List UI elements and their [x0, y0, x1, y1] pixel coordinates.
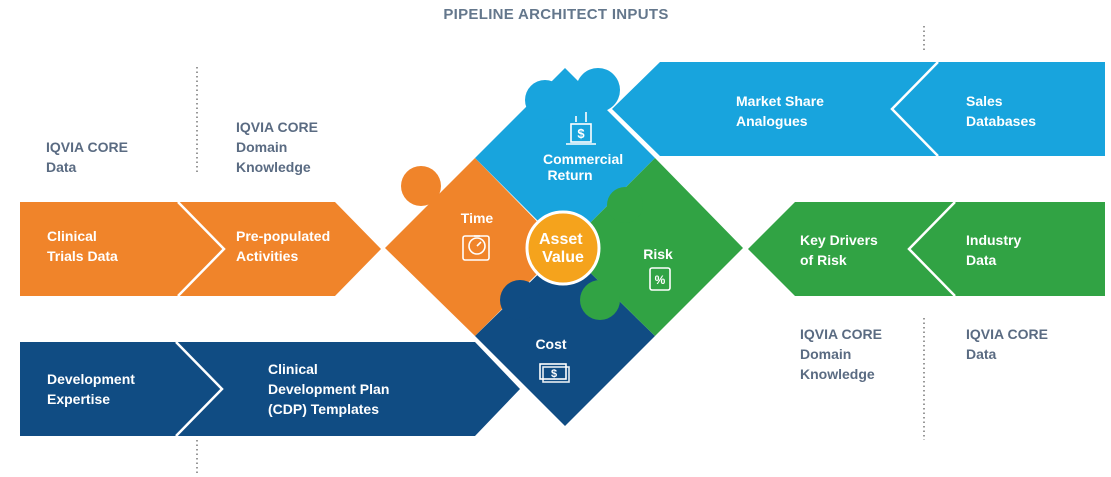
- puzzle-piece-risk: [565, 158, 743, 336]
- svg-text:$: $: [551, 368, 557, 380]
- svg-text:%: %: [655, 273, 666, 287]
- arrow-key-drivers-of-risk: [748, 202, 955, 296]
- puzzle-label-time: Time: [461, 210, 494, 226]
- label-pre-populated-activities: Pre-populated Activities: [236, 228, 334, 264]
- source-iqvia-domain-right: IQVIA CORE Domain Knowledge: [800, 326, 886, 382]
- source-iqvia-domain-left: IQVIA CORE Domain Knowledge: [236, 119, 322, 175]
- label-market-share-analogues: Market Share Analogues: [736, 93, 828, 129]
- label-clinical-trials-data: Clinical Trials Data: [47, 228, 118, 264]
- source-iqvia-data-right: IQVIA CORE Data: [966, 326, 1052, 362]
- label-key-drivers-of-risk: Key Drivers of Risk: [800, 232, 882, 268]
- arrow-clinical-trials-data: [20, 202, 224, 296]
- chevron-divider-blue: [890, 61, 939, 157]
- percent-document-icon: %: [649, 267, 671, 291]
- chevron-divider-navy: [175, 341, 224, 437]
- label-development-expertise: Development Expertise: [47, 371, 139, 407]
- money-chart-icon: $: [566, 112, 596, 145]
- asset-value-circle: [525, 210, 601, 286]
- svg-text:$: $: [577, 126, 585, 141]
- arrow-market-share-analogues: [612, 62, 938, 156]
- arrow-cdp-templates: [176, 342, 520, 436]
- label-cdp-templates: Clinical Development Plan (CDP) Template…: [268, 361, 393, 417]
- puzzle-label-cost: Cost: [535, 336, 566, 352]
- arrow-development-expertise: [20, 342, 222, 436]
- chevron-divider-green: [907, 201, 956, 297]
- puzzle-label-commercial-return: Commercial Return: [543, 151, 627, 183]
- stopwatch-icon: [462, 235, 490, 261]
- cash-icon: $: [539, 363, 570, 383]
- label-industry-data: Industry Data: [966, 232, 1025, 268]
- arrow-sales-databases: [892, 62, 1105, 156]
- diagram-title: PIPELINE ARCHITECT INPUTS: [443, 6, 668, 23]
- source-iqvia-data-left: IQVIA CORE Data: [46, 139, 132, 175]
- arrow-pre-populated-activities: [178, 202, 381, 296]
- label-sales-databases: Sales Databases: [966, 93, 1036, 129]
- puzzle-label-risk: Risk: [643, 246, 673, 262]
- chevron-divider-orange: [177, 201, 226, 297]
- arrow-industry-data: [909, 202, 1105, 296]
- center-label-asset-value: Asset Value: [539, 231, 587, 266]
